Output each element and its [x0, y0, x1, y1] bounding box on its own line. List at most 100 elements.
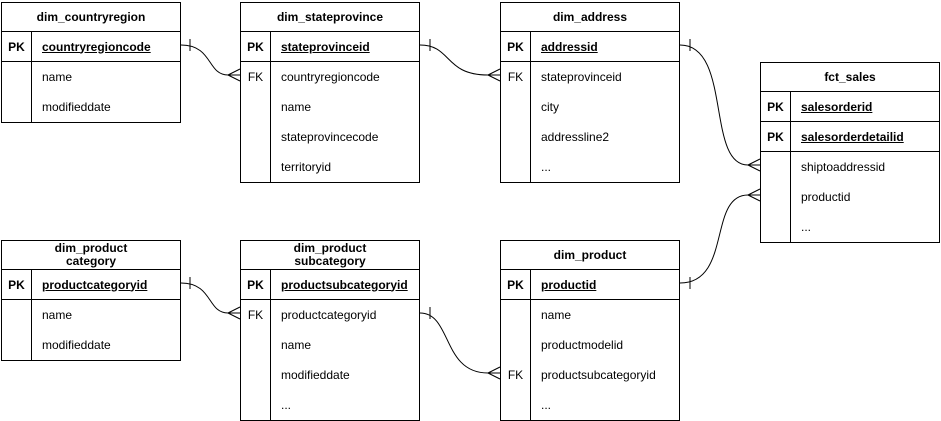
entity-dim-address: dim_address PK addressid FK stateprovinc…: [500, 2, 680, 183]
attribute-name: modifieddate: [281, 368, 350, 382]
attribute-name: ...: [541, 160, 552, 174]
entity-dim-product: dim_product PK productid name productmod…: [500, 240, 680, 421]
relationship-countryregion-stateprovince: [180, 39, 241, 82]
pk-label: PK: [2, 32, 32, 61]
attribute-row: FK stateprovinceid: [501, 62, 679, 92]
connector-line: [679, 44, 749, 166]
key-label: [2, 330, 32, 360]
attribute-row: productmodelid: [501, 330, 679, 360]
pk-label: PK: [501, 32, 531, 61]
attribute-name: name: [541, 308, 572, 322]
relationship-address-fctsales: [679, 39, 761, 172]
connector-line: [419, 44, 489, 76]
entity-title: dim_countryregion: [2, 3, 180, 32]
key-label: [2, 300, 32, 330]
crow-foot-many: [227, 68, 241, 82]
pk-label: PK: [241, 32, 271, 61]
attribute-name: addressid: [541, 39, 598, 54]
attribute-row: PK stateprovinceid: [241, 32, 419, 62]
relationship-product-fctsales: [679, 188, 761, 289]
attribute-row: PK addressid: [501, 32, 679, 62]
key-label: [2, 92, 32, 122]
entity-dim-countryregion: dim_countryregion PK countryregioncode n…: [1, 2, 181, 123]
attribute-row: shiptoaddressid: [761, 152, 939, 182]
entity-title: dim_product subcategory: [241, 241, 419, 270]
key-label: [761, 152, 791, 182]
attribute-name: countryregioncode: [42, 39, 151, 54]
relationship-category-subcategory: [180, 277, 241, 320]
key-label: [241, 92, 271, 122]
key-label: [2, 62, 32, 92]
entity-dim-stateprovince: dim_stateprovince PK stateprovinceid FK …: [240, 2, 420, 183]
entity-title: dim_address: [501, 3, 679, 32]
attribute-row: name: [2, 62, 180, 92]
fk-label: FK: [241, 300, 271, 330]
attribute-row: addressline2: [501, 122, 679, 152]
key-label: [241, 152, 271, 182]
attribute-row: name: [2, 300, 180, 330]
attribute-name: modifieddate: [42, 338, 111, 352]
attribute-row: FK productsubcategoryid: [501, 360, 679, 390]
attribute-name: name: [281, 100, 312, 114]
key-label: [241, 122, 271, 152]
crow-foot-many: [747, 188, 761, 202]
relationship-subcategory-product: [419, 307, 501, 380]
pk-label: PK: [501, 270, 531, 299]
attribute-row: modifieddate: [2, 92, 180, 122]
attribute-row: territoryid: [241, 152, 419, 182]
attribute-name: productcategoryid: [42, 277, 148, 292]
entity-title: dim_product: [501, 241, 679, 270]
key-label: [501, 122, 531, 152]
crow-foot-many: [487, 68, 501, 82]
attribute-name: ...: [281, 398, 292, 412]
attribute-name: ...: [801, 220, 812, 234]
fk-label: FK: [241, 62, 271, 92]
fk-label: FK: [501, 360, 531, 390]
key-label: [761, 212, 791, 242]
attribute-row: stateprovincecode: [241, 122, 419, 152]
key-label: [501, 330, 531, 360]
attribute-row: FK productcategoryid: [241, 300, 419, 330]
entity-title: dim_product category: [2, 241, 180, 270]
entity-dim-productsubcategory: dim_product subcategory PK productsubcat…: [240, 240, 420, 421]
attribute-row: PK productid: [501, 270, 679, 300]
attribute-name: productid: [541, 277, 597, 292]
attribute-row: city: [501, 92, 679, 122]
attribute-name: productcategoryid: [281, 308, 377, 322]
key-label: [241, 360, 271, 390]
entity-title: fct_sales: [761, 63, 939, 92]
connector-line: [180, 44, 229, 76]
attribute-name: shiptoaddressid: [801, 160, 886, 174]
attribute-row: ...: [761, 212, 939, 242]
relationship-stateprovince-address: [419, 39, 501, 82]
attribute-row: ...: [501, 152, 679, 182]
attribute-row: name: [241, 92, 419, 122]
pk-label: PK: [241, 270, 271, 299]
attribute-name: productsubcategoryid: [281, 277, 408, 292]
key-label: [241, 330, 271, 360]
attribute-name: addressline2: [541, 130, 610, 144]
attribute-row: PK countryregioncode: [2, 32, 180, 62]
key-label: [501, 92, 531, 122]
key-label: [501, 152, 531, 182]
key-label: [241, 390, 271, 420]
connector-line: [679, 194, 749, 284]
attribute-name: salesorderid: [801, 99, 873, 114]
attribute-row: FK countryregioncode: [241, 62, 419, 92]
crow-foot-many: [487, 366, 501, 380]
attribute-row: name: [501, 300, 679, 330]
pk-label: PK: [761, 92, 791, 121]
key-label: [501, 300, 531, 330]
entity-fct-sales: fct_sales PK salesorderid PK salesorderd…: [760, 62, 940, 243]
fk-label: FK: [501, 62, 531, 92]
attribute-row: ...: [241, 390, 419, 420]
pk-label: PK: [2, 270, 32, 299]
attribute-name: productsubcategoryid: [541, 368, 656, 382]
crow-foot-many: [747, 158, 761, 172]
entity-title: dim_stateprovince: [241, 3, 419, 32]
key-label: [501, 390, 531, 420]
attribute-name: modifieddate: [42, 100, 111, 114]
connector-line: [419, 312, 489, 374]
attribute-row: PK productsubcategoryid: [241, 270, 419, 300]
